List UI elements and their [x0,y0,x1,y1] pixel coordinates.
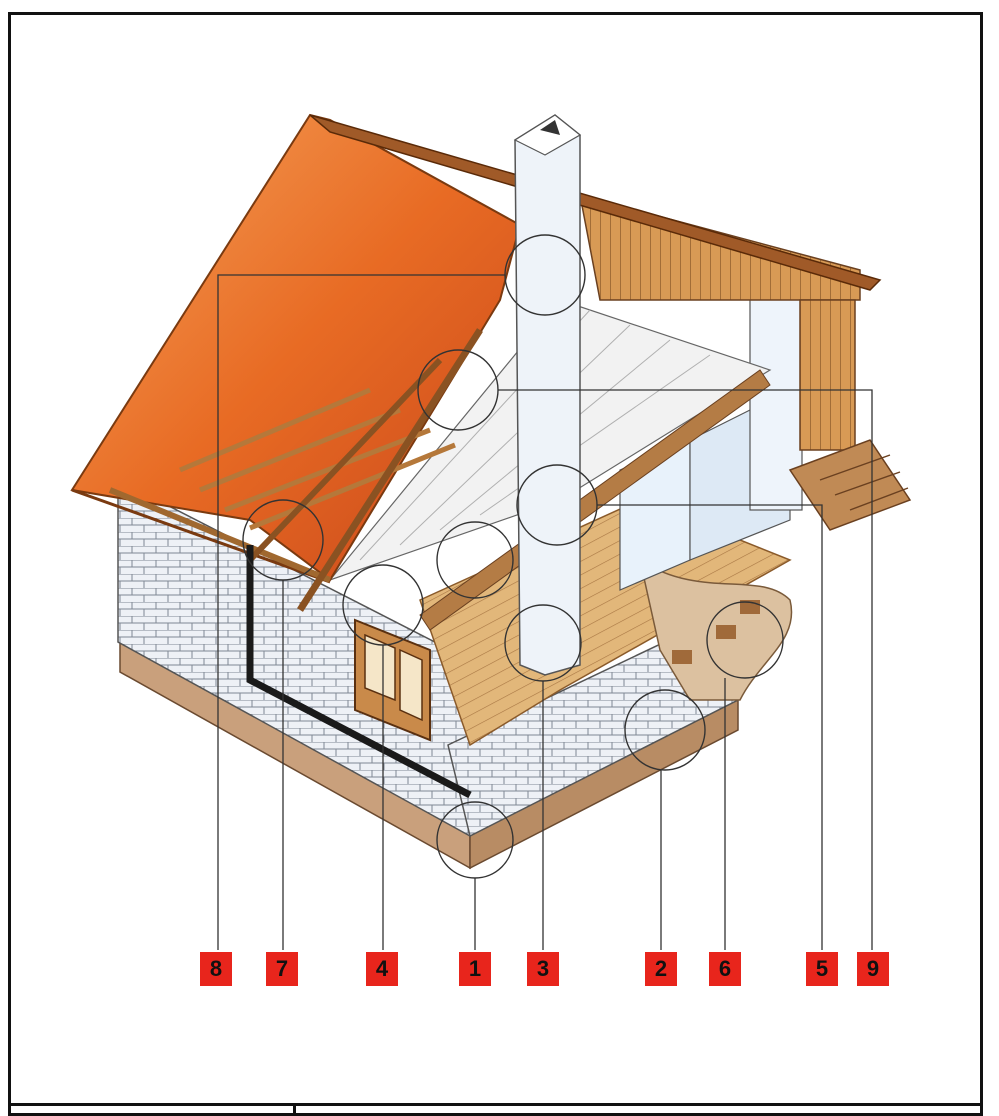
callout-5-label: 5 [815,956,829,981]
detail-circle-6 [436,521,514,599]
leader-line-5 [597,504,823,950]
callout-9: 9 [857,952,889,986]
callout-3: 3 [527,952,559,986]
leader-lines [217,274,873,950]
callout-5: 5 [806,952,838,986]
bottom-divider [293,1103,296,1116]
downpipe [246,545,472,799]
detail-circle-2 [624,689,706,771]
callout-3-label: 3 [536,956,550,981]
roof-battens [108,328,483,612]
callout-8: 8 [200,952,232,986]
callout-7: 7 [266,952,298,986]
porch-steps [788,439,912,531]
window [354,618,431,742]
callout-4-label: 4 [375,956,389,981]
callout-8-label: 8 [209,956,223,981]
chimney [513,114,582,676]
callout-2: 2 [645,952,677,986]
callout-1-label: 1 [468,956,482,981]
roof [70,113,882,584]
callout-6: 6 [709,952,741,986]
callout-7-label: 7 [275,956,289,981]
callout-1: 1 [459,952,491,986]
detail-circle-6b [706,601,784,679]
leader-line-8 [217,274,505,950]
leader-line-9 [498,389,873,950]
callout-2-label: 2 [654,956,668,981]
callout-9-label: 9 [866,956,880,981]
callout-6-label: 6 [718,956,732,981]
bottom-rule [8,1103,983,1106]
subfloor-ground [638,558,793,701]
callout-4: 4 [366,952,398,986]
